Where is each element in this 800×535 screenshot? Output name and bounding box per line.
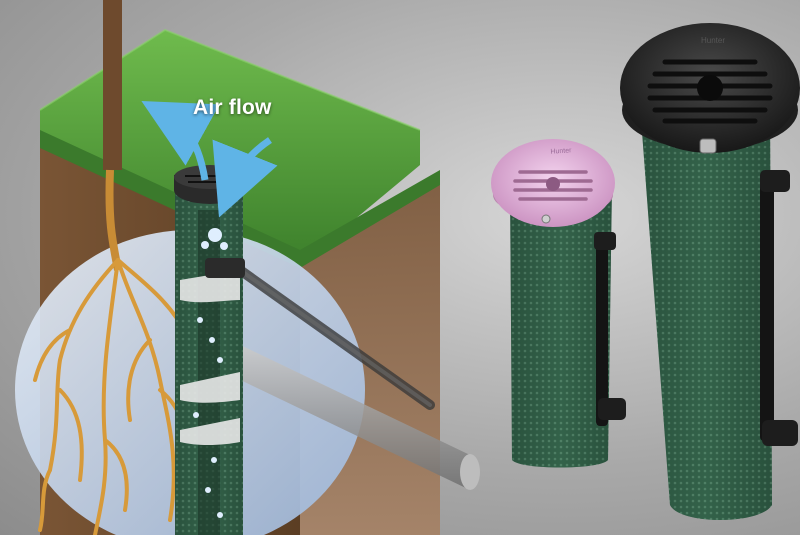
airflow-label: Air flow xyxy=(193,96,272,119)
large-root-watering-tube xyxy=(620,23,800,520)
large-cap-logo: Hunter xyxy=(700,36,725,45)
small-root-watering-tube xyxy=(491,139,626,468)
supply-pipe xyxy=(230,265,480,490)
airflow-arrows-icon xyxy=(141,100,278,218)
root-watering-tube-cutaway xyxy=(174,165,246,535)
